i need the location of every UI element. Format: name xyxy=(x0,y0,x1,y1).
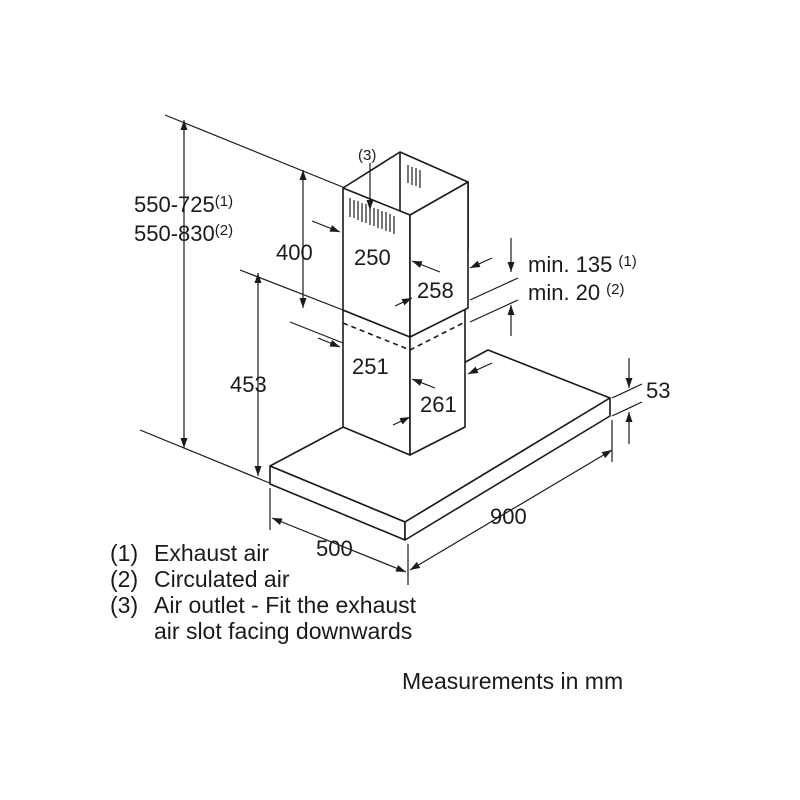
ceiling-gap-exhaust-label: min. 135(1) xyxy=(528,252,637,277)
wall-lines xyxy=(139,114,346,485)
upper-chimney xyxy=(342,151,469,338)
canopy-thickness-label: 53 xyxy=(646,378,670,403)
legend-item-exhaust-air: (1) Exhaust air xyxy=(110,540,270,566)
units-note: Measurements in mm xyxy=(402,668,624,694)
legend-item-air-outlet: (3) Air outlet - Fit the exhaust xyxy=(110,592,417,618)
upper-chimney-width-label: 250 xyxy=(354,245,391,270)
ceiling-gap-circulated-label: min. 20(2) xyxy=(528,280,625,305)
lower-chimney-height-label: 453 xyxy=(230,372,267,397)
legend-item-air-outlet-continuation: air slot facing downwards xyxy=(154,618,413,644)
total-height-circulated-label: 550-830(2) xyxy=(134,221,233,246)
legend-item-circulated-air: (2) Circulated air xyxy=(110,566,290,592)
lower-chimney-width-label: 251 xyxy=(352,354,389,379)
lower-chimney-depth-label: 261 xyxy=(420,392,457,417)
upper-chimney-depth-label: 258 xyxy=(417,278,454,303)
lower-chimney xyxy=(342,307,466,456)
canopy-width-label: 900 xyxy=(490,504,527,529)
legend: (1) Exhaust air (2) Circulated air (3) A… xyxy=(110,540,416,644)
canopy-depth-label: 500 xyxy=(316,536,353,561)
total-height-exhaust-label: 550-725(1) xyxy=(134,192,233,217)
upper-chimney-height-label: 400 xyxy=(276,240,313,265)
air-outlet-slots xyxy=(349,165,421,234)
air-outlet-callout: (3) xyxy=(358,147,376,164)
